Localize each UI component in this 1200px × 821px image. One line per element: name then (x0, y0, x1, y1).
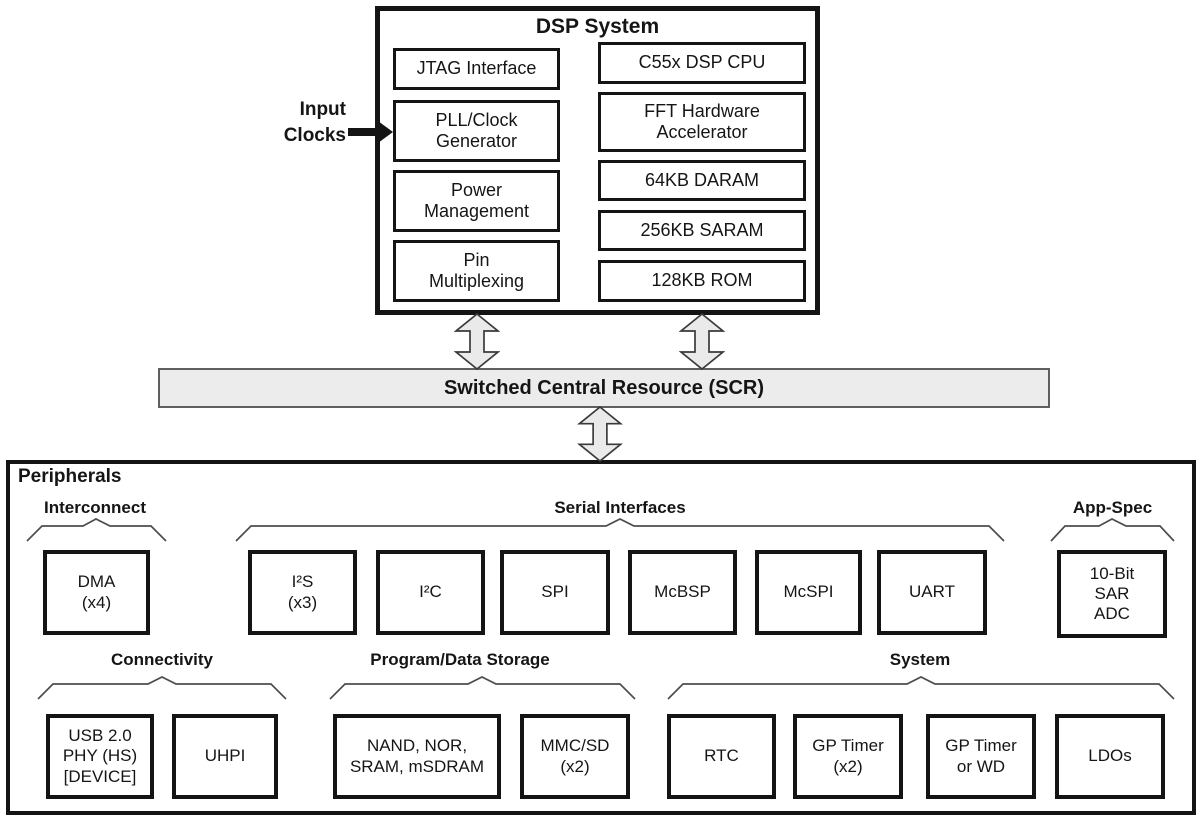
brace-serial-interfaces-icon (235, 518, 1005, 542)
dsp-system-title: DSP System (535, 15, 660, 38)
dsp-block-saram: 256KB SARAM (598, 210, 806, 251)
dsp-block-c55x-dsp-cpu: C55x DSP CPU (598, 42, 806, 84)
peripheral-block-spi: SPI (500, 550, 610, 635)
brace-program-data-storage-icon (329, 676, 636, 700)
dsp-block-power-management: Power Management (393, 170, 560, 232)
brace-system-icon (667, 676, 1175, 700)
peripheral-block-uhpi: UHPI (172, 714, 278, 799)
peripheral-block-i2c: I²C (376, 550, 485, 635)
peripheral-block-memory: NAND, NOR, SRAM, mSDRAM (333, 714, 501, 799)
brace-interconnect-icon (26, 518, 167, 542)
dsp-block-daram: 64KB DARAM (598, 160, 806, 201)
group-label-interconnect: Interconnect (43, 498, 147, 517)
peripheral-block-uart: UART (877, 550, 987, 635)
group-label-app-spec: App-Spec (1072, 498, 1153, 517)
brace-connectivity-icon (37, 676, 287, 700)
group-label-system: System (889, 650, 951, 669)
peripherals-box: Peripherals Interconnect Serial Interfac… (6, 460, 1196, 815)
input-clocks-arrow-icon (348, 121, 393, 143)
dsp-block-rom: 128KB ROM (598, 260, 806, 302)
peripheral-block-ldos: LDOs (1055, 714, 1165, 799)
dsp-block-fft-accelerator: FFT Hardware Accelerator (598, 92, 806, 152)
peripheral-block-mcspi: McSPI (755, 550, 862, 635)
dsp-scr-arrow-right-icon (679, 313, 725, 370)
dsp-system-box: DSP System JTAG Interface PLL/Clock Gene… (375, 6, 820, 315)
dsp-block-pin-multiplexing: Pin Multiplexing (393, 240, 560, 302)
dsp-scr-arrow-left-icon (454, 313, 500, 370)
peripheral-block-usb-phy: USB 2.0 PHY (HS) [DEVICE] (46, 714, 154, 799)
peripheral-block-mmc-sd: MMC/SD (x2) (520, 714, 630, 799)
peripheral-block-gp-timer: GP Timer (x2) (793, 714, 903, 799)
peripheral-block-sar-adc: 10-Bit SAR ADC (1057, 550, 1167, 638)
group-label-program-data-storage: Program/Data Storage (370, 650, 550, 669)
peripherals-title: Peripherals (18, 466, 122, 487)
dsp-block-jtag-interface: JTAG Interface (393, 48, 560, 90)
scr-bar: Switched Central Resource (SCR) (158, 368, 1050, 408)
peripheral-block-i2s: I²S (x3) (248, 550, 357, 635)
peripheral-block-rtc: RTC (667, 714, 776, 799)
brace-app-spec-icon (1050, 518, 1175, 542)
peripheral-block-dma: DMA (x4) (43, 550, 150, 635)
scr-peripherals-arrow-icon (577, 406, 623, 462)
scr-label: Switched Central Resource (SCR) (443, 376, 765, 399)
dsp-block-pll-clock-generator: PLL/Clock Generator (393, 100, 560, 162)
input-clocks-label: Input Clocks (283, 99, 346, 146)
group-label-serial-interfaces: Serial Interfaces (554, 498, 686, 517)
peripheral-block-mcbsp: McBSP (628, 550, 737, 635)
peripheral-block-gp-timer-wd: GP Timer or WD (926, 714, 1036, 799)
group-label-connectivity: Connectivity (110, 650, 214, 669)
